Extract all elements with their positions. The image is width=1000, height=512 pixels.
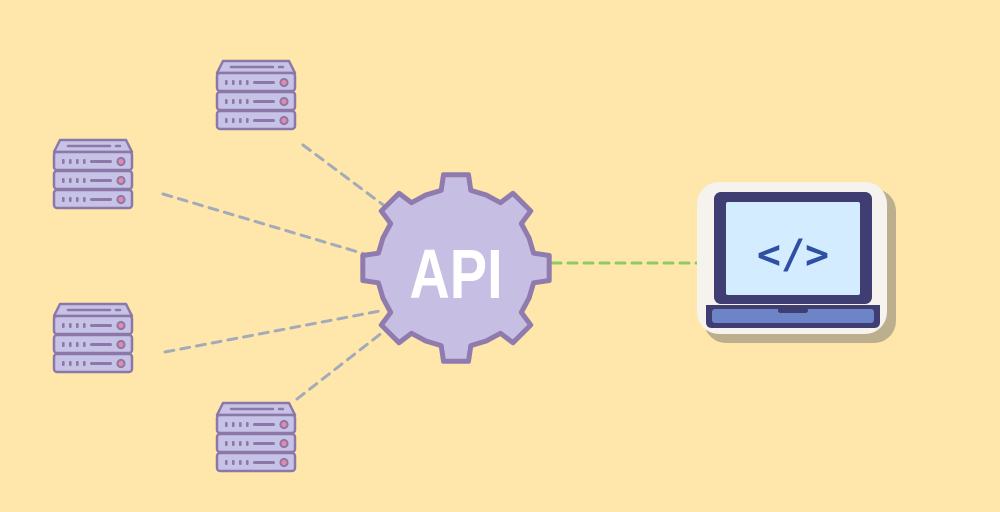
server-rack-icon <box>52 302 134 374</box>
code-brackets-icon: </> <box>757 232 829 278</box>
server-rack-icon <box>215 401 297 473</box>
server-link-4 <box>295 323 394 401</box>
server-link-1 <box>301 143 392 212</box>
server-rack-icon <box>215 59 297 131</box>
connectors <box>161 143 704 401</box>
gear-icon <box>360 172 552 364</box>
server-link-2 <box>161 192 387 262</box>
api-label: API <box>409 236 502 313</box>
server-link-3 <box>163 308 387 354</box>
laptop-icon: </> <box>697 182 896 343</box>
server-rack-icon <box>52 138 134 210</box>
api-gear-node: API <box>360 172 552 364</box>
